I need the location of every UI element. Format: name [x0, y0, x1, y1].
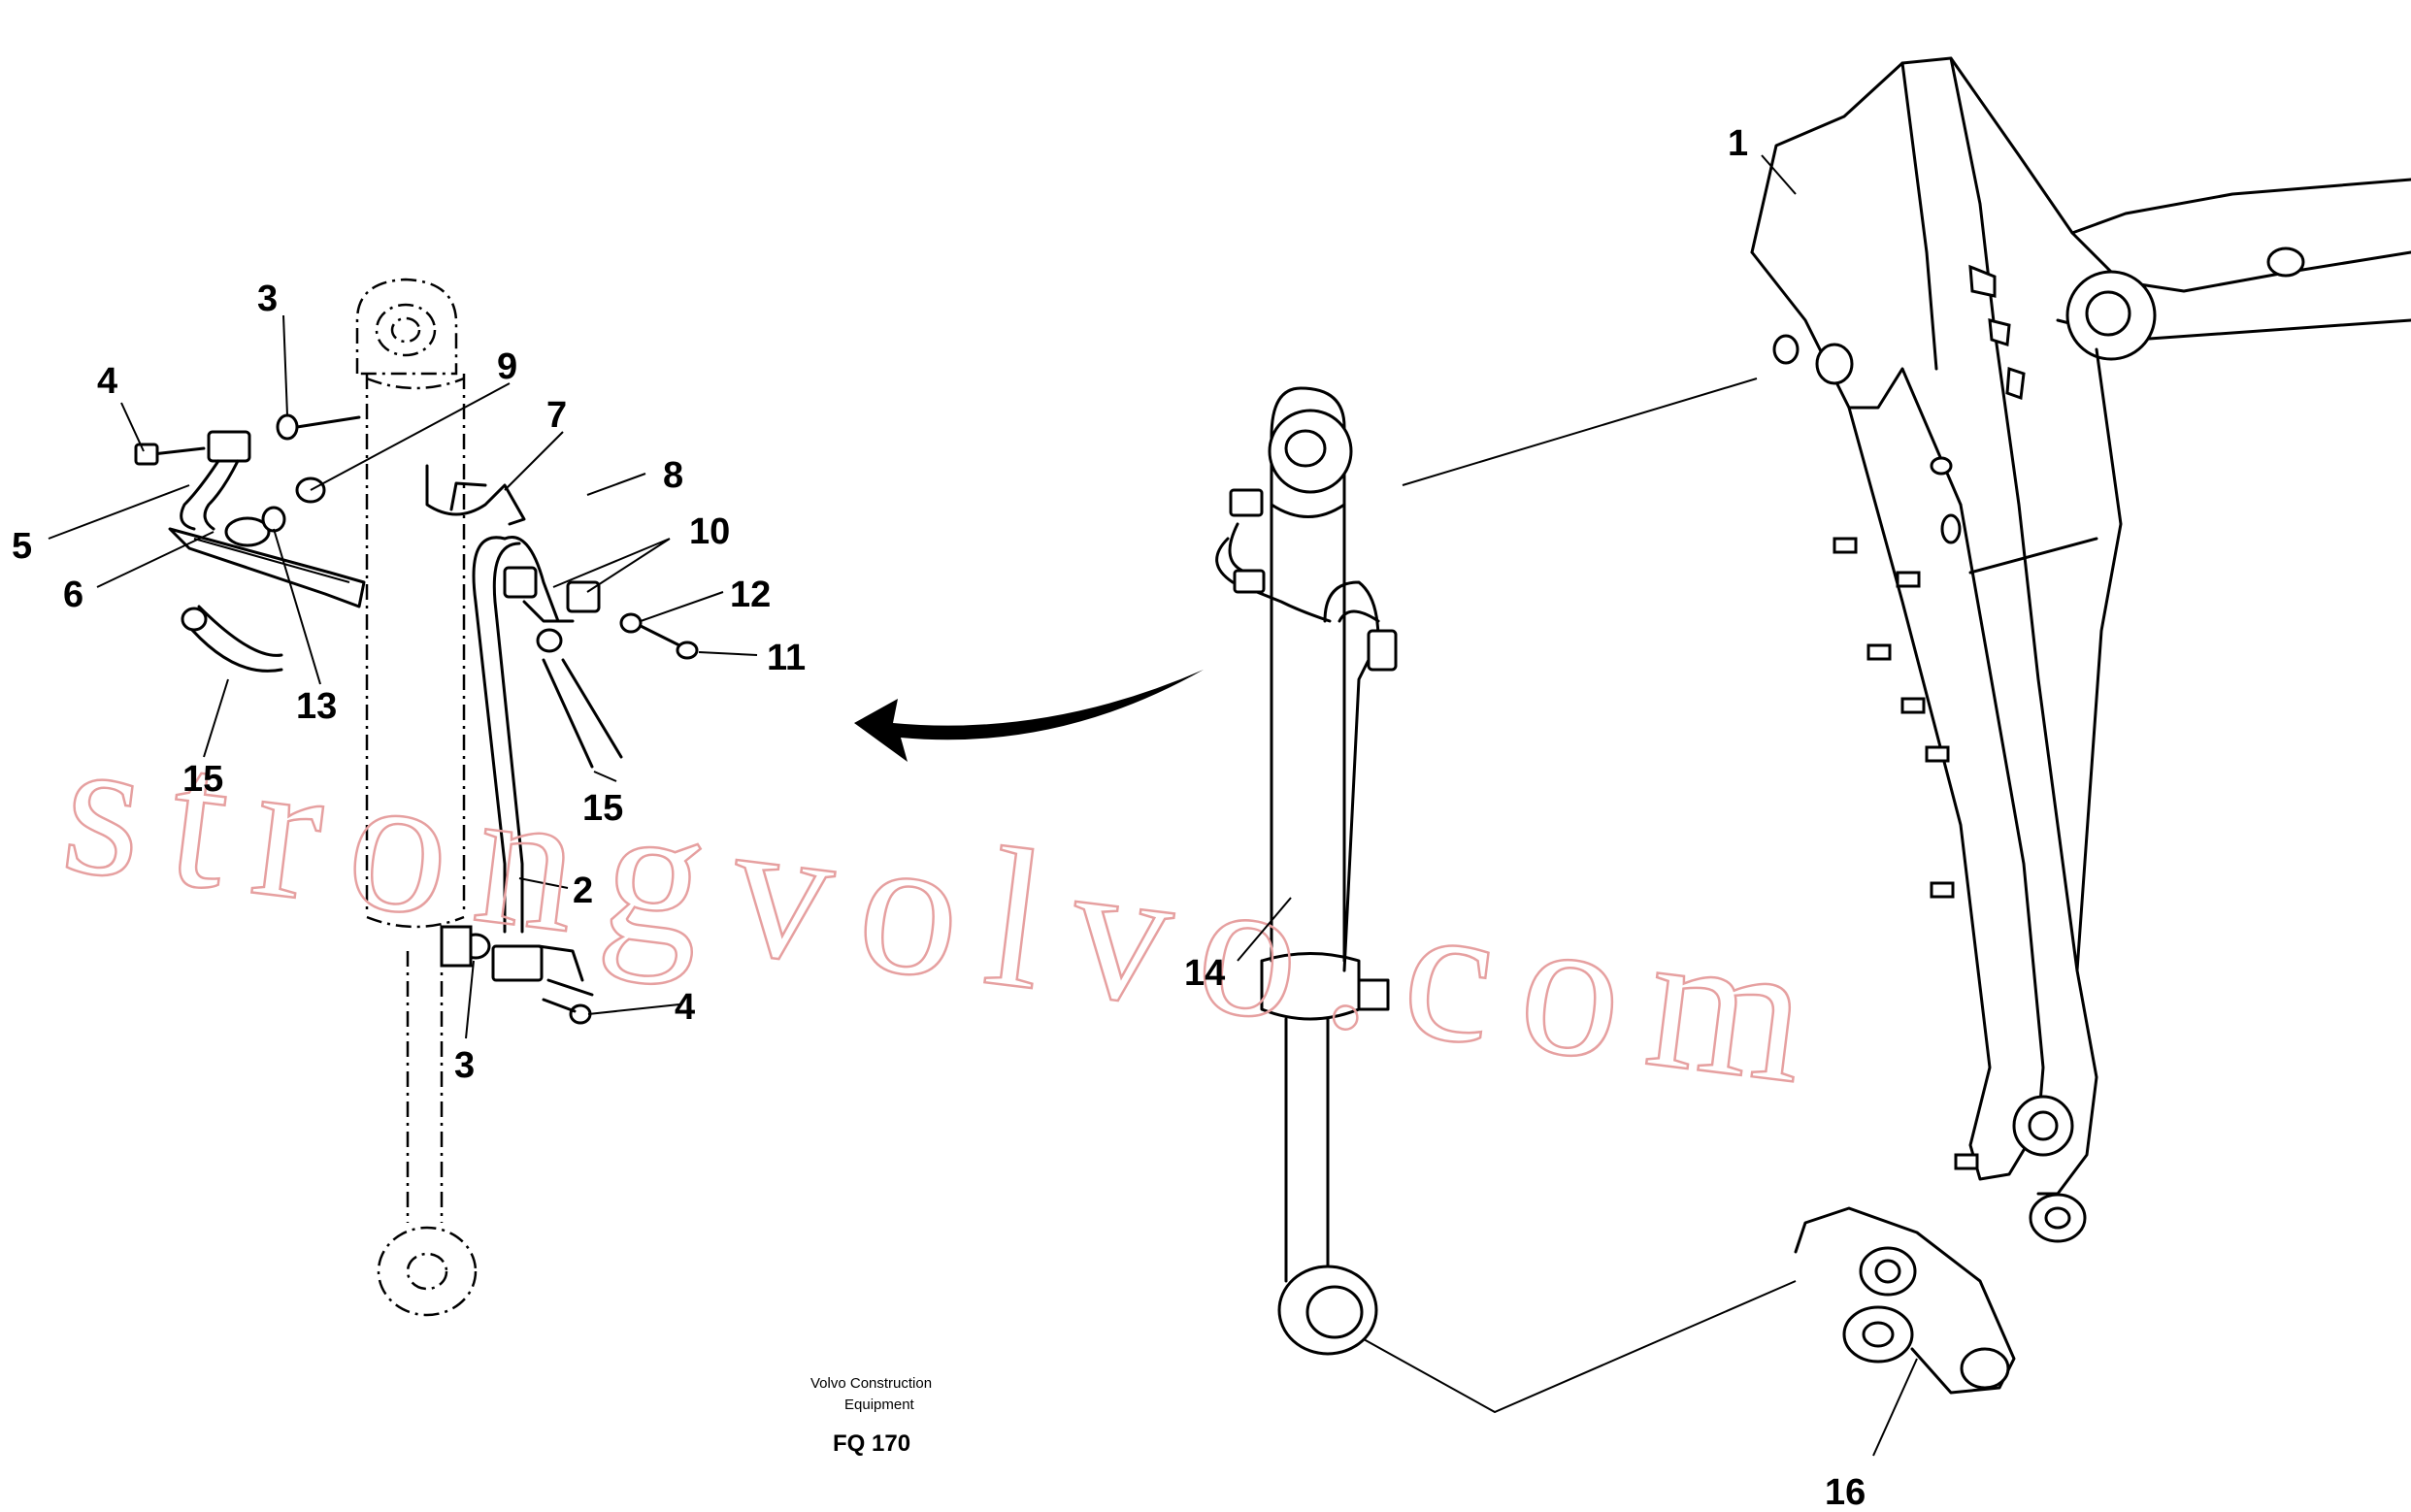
callout-7: 7 — [546, 395, 567, 436]
detail-leaders — [48, 314, 758, 1039]
pin-assembly-16 — [1794, 1206, 2016, 1457]
callout-15-right: 15 — [582, 788, 623, 829]
detail-fittings — [181, 566, 699, 769]
callout-3-top: 3 — [257, 279, 278, 319]
callout-1: 1 — [1728, 123, 1748, 164]
callout-4-bottom: 4 — [675, 987, 695, 1028]
callout-15-left: 15 — [182, 759, 223, 800]
boom-1 — [1363, 56, 2411, 1414]
direction-arrow — [854, 670, 1204, 762]
callout-14: 14 — [1184, 953, 1225, 994]
detail-upper-bracket — [134, 413, 366, 608]
callout-11: 11 — [767, 638, 806, 678]
callout-3-bottom: 3 — [454, 1045, 475, 1086]
callout-12: 12 — [730, 575, 771, 615]
callout-4-top: 4 — [97, 361, 117, 402]
callout-6: 6 — [63, 575, 83, 615]
company-line-2: Equipment — [844, 1397, 915, 1413]
callout-16: 16 — [1825, 1472, 1866, 1512]
figure-code: FQ 170 — [833, 1430, 910, 1457]
cylinder-14 — [1215, 386, 1398, 1356]
callout-10: 10 — [689, 511, 730, 552]
detail-pipe-and-clamps — [425, 464, 594, 1025]
callout-9: 9 — [497, 346, 517, 387]
callout-5: 5 — [12, 526, 32, 567]
callout-8: 8 — [663, 455, 683, 496]
detail-cylinder-outline — [355, 278, 478, 1317]
callout-2: 2 — [573, 871, 593, 911]
callout-13: 13 — [296, 686, 337, 727]
watermark-text: strongvolvo.com — [53, 693, 1847, 1129]
company-line-1: Volvo Construction — [810, 1375, 932, 1392]
